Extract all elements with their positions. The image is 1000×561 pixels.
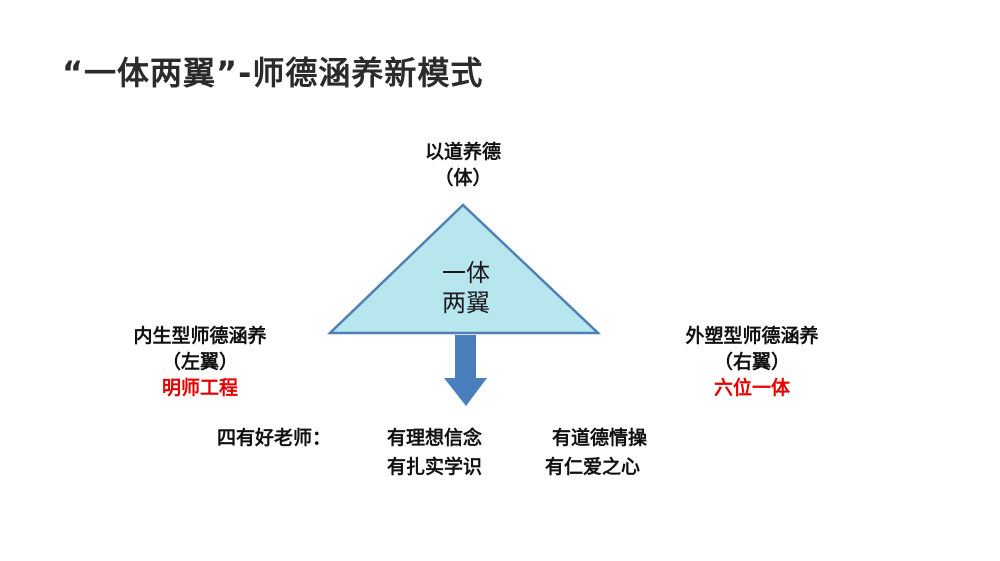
- right-wing-line2: （右翼）: [713, 351, 790, 373]
- triangle-line2: 两翼: [442, 289, 490, 317]
- right-wing-line1: 外塑型师德涵养: [685, 325, 819, 347]
- down-arrow: [444, 335, 487, 406]
- right-wing-highlight: 六位一体: [713, 377, 790, 399]
- triangle-line1: 一体: [442, 259, 490, 287]
- bottom-item-3: 有扎实学识: [387, 456, 483, 478]
- left-wing-highlight: 明师工程: [161, 377, 238, 399]
- top-label: 以道养德 （体）: [413, 139, 513, 191]
- left-wing-label: 内生型师德涵养 （左翼） 明师工程: [95, 323, 305, 401]
- top-label-line1: 以道养德: [424, 141, 501, 163]
- bottom-item-2: 有道德情操: [552, 427, 648, 449]
- top-label-line2: （体）: [434, 167, 492, 189]
- triangle-center-text: 一体 两翼: [400, 258, 532, 318]
- bottom-lead: 四有好老师：: [217, 427, 332, 449]
- bottom-item-1: 有理想信念: [387, 427, 483, 449]
- left-wing-line1: 内生型师德涵养: [133, 325, 267, 347]
- bottom-item-4: 有仁爱之心: [545, 456, 641, 478]
- right-wing-label: 外塑型师德涵养 （右翼） 六位一体: [647, 323, 857, 401]
- left-wing-line2: （左翼）: [161, 351, 238, 373]
- center-triangle: [326, 203, 602, 335]
- page-title: “一体两翼”-师德涵养新模式: [62, 54, 484, 92]
